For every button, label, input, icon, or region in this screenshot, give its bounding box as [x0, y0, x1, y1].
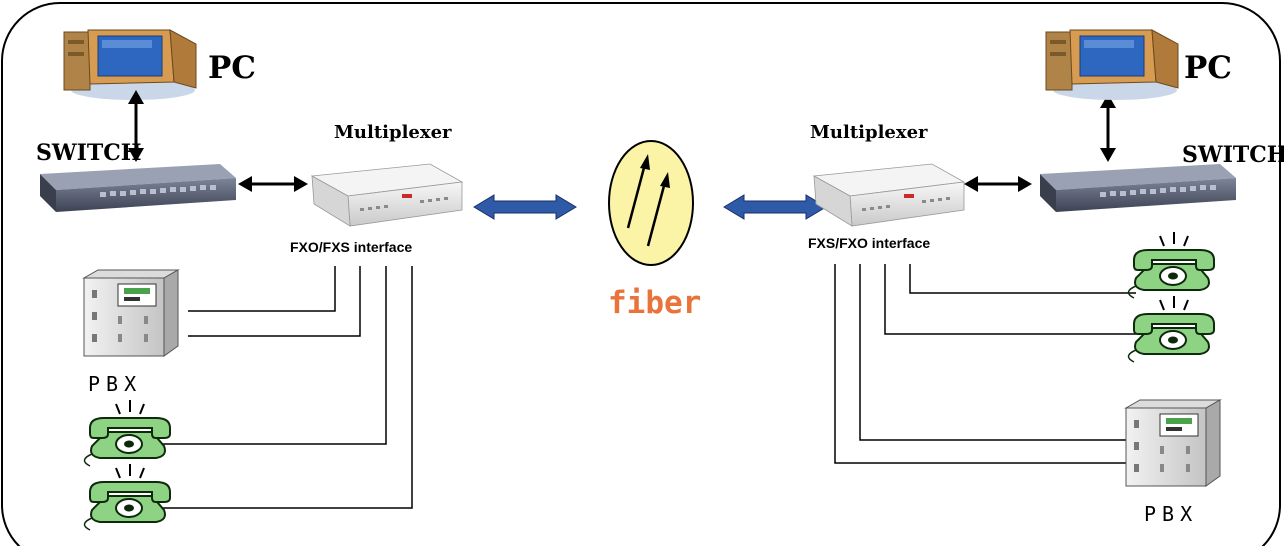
left-wires — [150, 266, 413, 509]
left-switch-mux-arrow — [238, 176, 308, 192]
right-pbx-icon — [1125, 399, 1221, 487]
right-pc-label: PC — [1184, 50, 1232, 86]
fiber-icon — [608, 140, 694, 266]
left-pbx-label: PBX — [88, 372, 142, 396]
left-fiber-link-arrow — [473, 194, 577, 220]
left-pc-switch-arrow — [128, 90, 144, 162]
right-mux-switch-arrow — [964, 176, 1032, 192]
left-mux-label: Multiplexer — [334, 122, 452, 143]
left-pc-icon — [63, 29, 197, 101]
right-pc-switch-arrow — [1100, 94, 1116, 162]
right-pbx-label: PBX — [1144, 502, 1198, 526]
right-pc-icon — [1045, 29, 1179, 101]
fiber-label: fiber — [608, 285, 701, 321]
left-interface-label: FXO/FXS interface — [290, 239, 412, 255]
right-interface-label: FXS/FXO interface — [808, 235, 930, 251]
left-pc-label: PC — [208, 50, 256, 86]
right-mux-label: Multiplexer — [810, 122, 928, 143]
right-wires — [834, 264, 1136, 464]
left-switch-label: SWITCH — [36, 140, 142, 166]
right-switch-label: SWITCH — [1182, 142, 1284, 168]
left-pbx-icon — [83, 269, 179, 357]
